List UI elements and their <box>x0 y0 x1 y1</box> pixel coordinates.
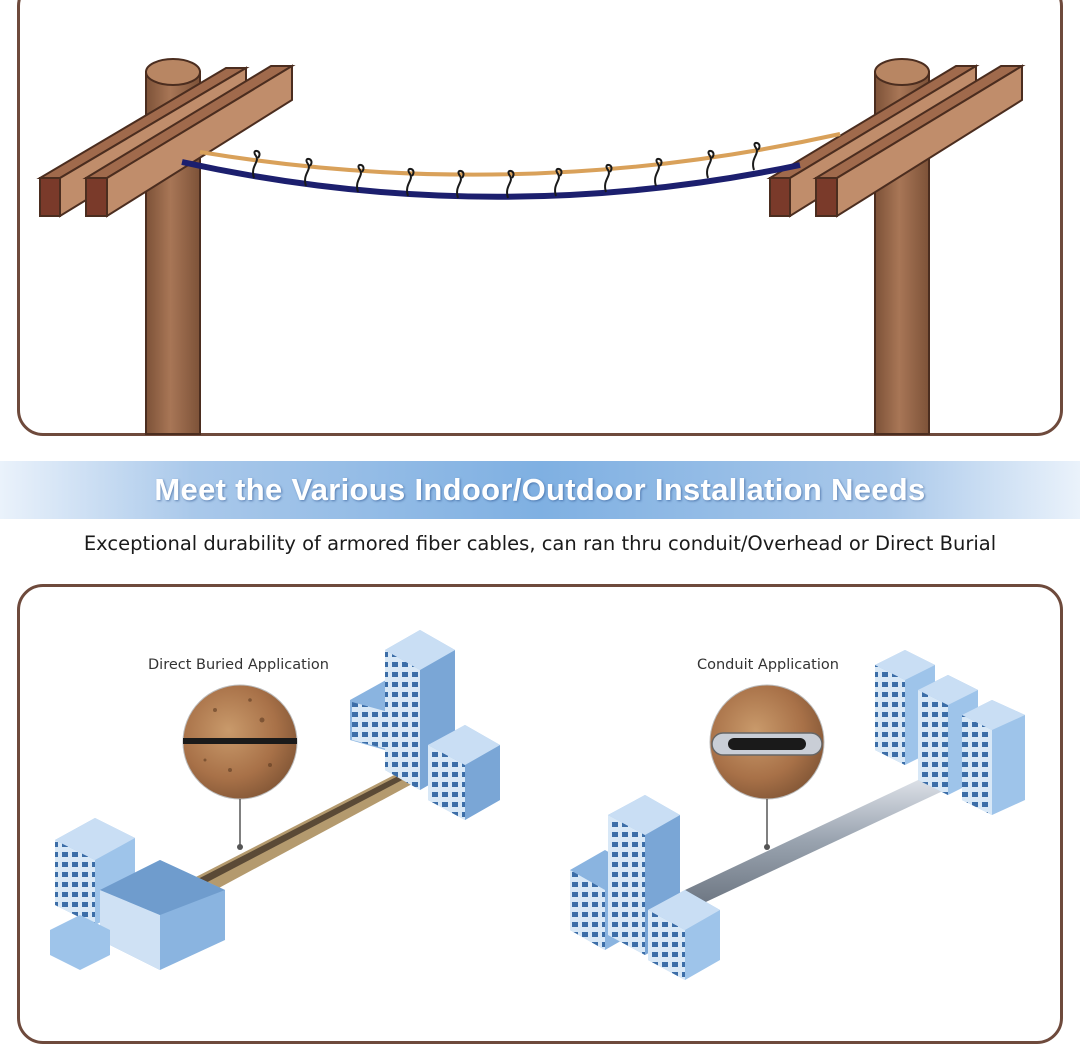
title-banner <box>0 461 1080 519</box>
overhead-illustration-panel <box>17 0 1063 436</box>
banner-title: Meet the Various Indoor/Outdoor Installa… <box>154 472 926 507</box>
conduit-label: Conduit Application <box>697 657 839 673</box>
direct-buried-label: Direct Buried Application <box>148 657 329 673</box>
subtitle-text: Exceptional durability of armored fiber … <box>83 532 997 555</box>
underground-illustration-panel <box>17 584 1063 1044</box>
